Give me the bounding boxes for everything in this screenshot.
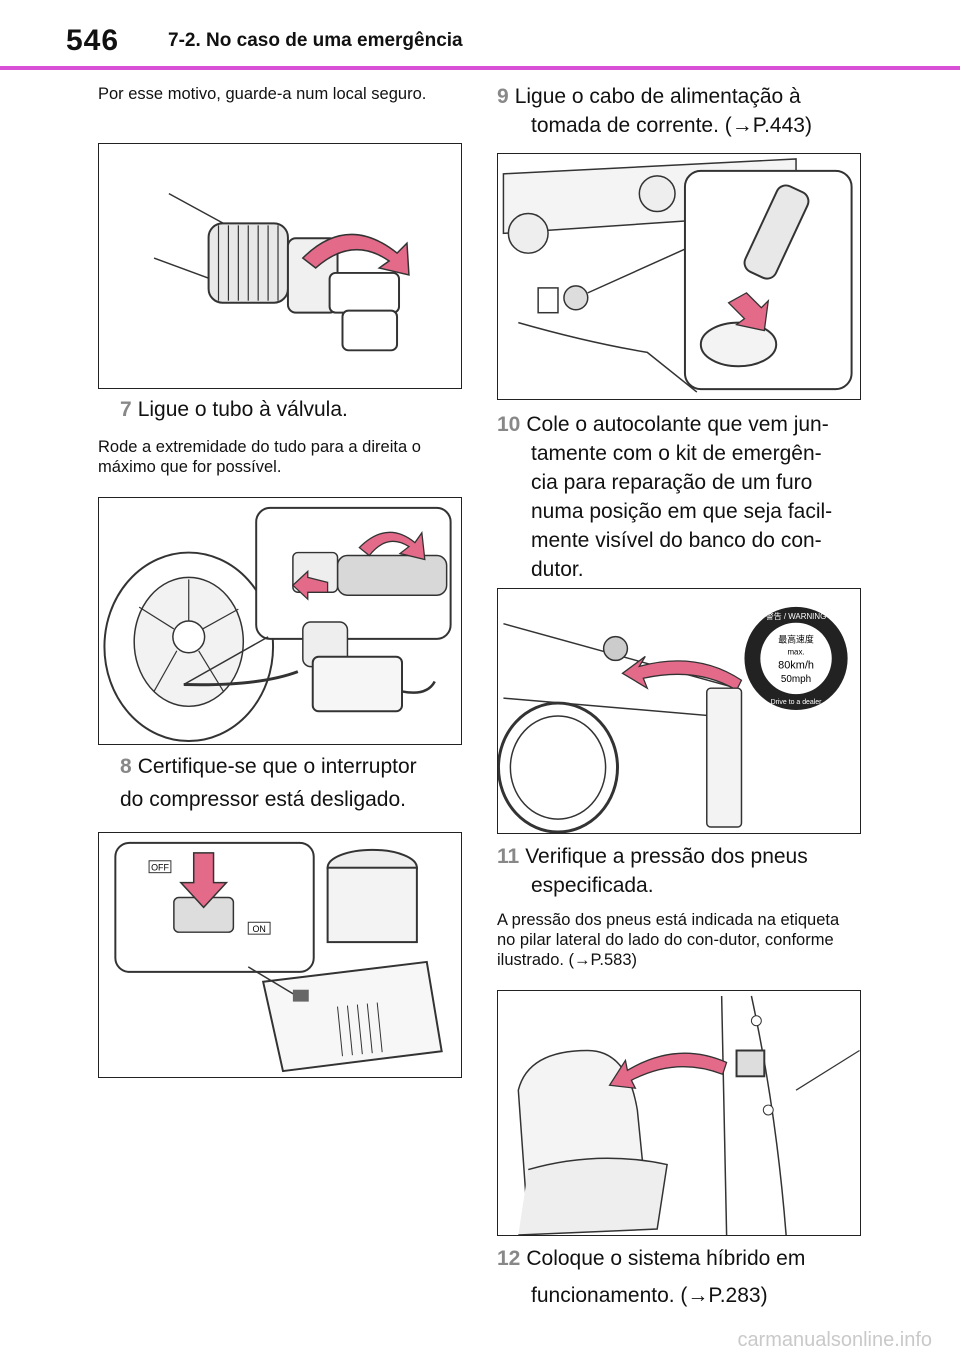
step-text-cont: cia para reparação de um furo [531,471,813,494]
step-number: 9 [497,85,509,108]
switch-off-label: OFF [151,863,169,873]
section-title: 7-2. No caso de uma emergência [168,30,463,51]
switch-on-label: ON [252,924,265,934]
sticker-max: max. [787,647,804,656]
step-text-cont: tomada de corrente. (→P.443) [531,114,812,137]
step-text: Ligue o tubo à válvula. [137,398,348,421]
sticker-top-text: 警告 / WARNING [766,611,826,621]
step-text-cont: especificada. [531,874,654,897]
step-number: 7 [120,398,132,421]
step-text: Cole o autocolante que vem jun- [526,413,829,436]
step-text-cont: do compressor está desligado. [120,788,406,811]
step-text: Ligue o cabo de alimentação à [514,85,801,108]
figure-door-pillar-label [497,990,861,1236]
step-text: Coloque o sistema híbrido em [526,1247,806,1270]
step-text: Verifique a pressão dos pneus [525,845,808,868]
step-11-note: A pressão dos pneus está indicada na eti… [497,911,840,969]
step-text-cont: numa posição em que seja facil- [531,500,833,523]
step-number: 10 [497,413,521,436]
header-rule [0,66,960,70]
page-number: 546 [66,24,120,57]
intro-text: Por esse motivo, guarde-a num local segu… [98,85,427,103]
sticker-kanji: 最高速度 [778,634,814,646]
step-text-cont: mente visível do banco do con- [531,529,822,552]
sticker-ring-text: Drive to a dealer [771,699,823,706]
step-number: 12 [497,1247,521,1270]
step-text: Certifique-se que o interruptor [137,755,417,778]
step-number: 11 [497,845,520,868]
sticker-mph: 50mph [781,674,811,685]
figure-power-socket [497,153,861,400]
figure-compressor-switch: OFF ON [98,832,462,1078]
step-7-note: Rode a extremidade do tudo para a direit… [98,438,421,476]
figure-warning-sticker: 警告 / WARNING 最高速度 max. 80km/h 50mph Driv… [497,588,861,834]
step-number: 8 [120,755,132,778]
step-text-cont: funcionamento. (→P.283) [531,1284,768,1307]
watermark: carmanualsonline.info [737,1329,932,1351]
figure-valve-hose [98,143,462,389]
figure-tire-connection [98,497,462,745]
step-text-cont: tamente com o kit de emergên- [531,442,822,465]
step-text-cont: dutor. [531,558,584,581]
sticker-kmh: 80km/h [778,659,814,671]
